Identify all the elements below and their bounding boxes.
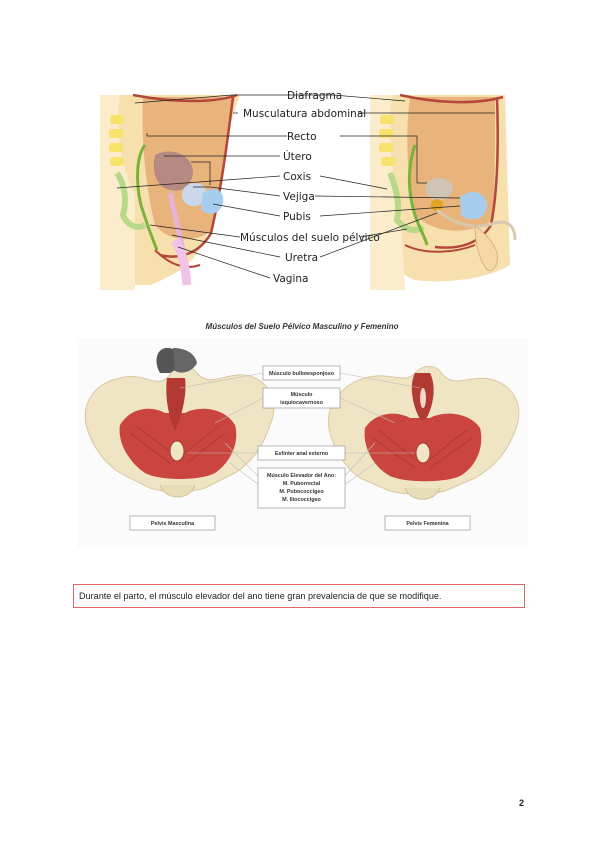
label-box-elevador-ano: Músculo Elevador del Ano: M. Puborrectal…: [257, 467, 346, 509]
svg-text:M. Puborrectal: M. Puborrectal: [283, 481, 321, 487]
figure2-title: Músculos del Suelo Pélvico Masculino y F…: [206, 322, 399, 331]
label-pubis: Pubis: [283, 211, 311, 223]
male-sagittal-section: [370, 93, 517, 290]
label-coxis: Coxis: [283, 171, 311, 183]
label-vagina: Vagina: [273, 273, 308, 285]
svg-text:Esfínter anal externo: Esfínter anal externo: [275, 451, 329, 457]
label-vejiga: Vejiga: [283, 191, 315, 203]
male-pelvis-illustration: [84, 348, 275, 498]
label-box-bulboesponjoso: Músculo bulboesponjoso: [262, 365, 341, 381]
svg-text:Músculo bulboesponjoso: Músculo bulboesponjoso: [269, 371, 335, 377]
label-uretra: Uretra: [285, 252, 318, 264]
svg-text:Músculo: Músculo: [291, 392, 314, 398]
page-number: 2: [519, 798, 525, 808]
svg-text:isquiocavernoso: isquiocavernoso: [280, 400, 324, 406]
label-recto: Recto: [287, 131, 317, 143]
svg-text:Músculo Elevador del Ano:: Músculo Elevador del Ano:: [267, 473, 336, 479]
label-box-pelvis-femenina: Pelvis Femenina: [384, 515, 471, 531]
callout-note: Durante el parto, el músculo elevador de…: [73, 584, 525, 608]
pelvic-floor-muscles-figure: Músculos del Suelo Pélvico Masculino y F…: [77, 322, 528, 548]
sagittal-pelvis-figure: Diafragma Musculatura abdominal Recto Út…: [100, 90, 517, 290]
svg-text:Pelvis Femenina: Pelvis Femenina: [406, 521, 449, 527]
label-utero: Útero: [283, 150, 312, 163]
label-box-esfinter-anal: Esfínter anal externo: [257, 445, 346, 461]
female-pelvis-illustration: [328, 366, 520, 500]
label-box-isquiocavernoso: Músculo isquiocavernoso: [262, 387, 341, 409]
label-musculatura-abdominal: Musculatura abdominal: [243, 108, 366, 120]
label-box-pelvis-masculina: Pelvis Masculina: [129, 515, 216, 531]
leader-lines: [116, 94, 495, 279]
label-diafragma: Diafragma: [287, 90, 342, 102]
svg-text:M. Pubococcígeo: M. Pubococcígeo: [279, 489, 324, 495]
female-sagittal-section: [100, 93, 240, 290]
svg-text:Pelvis Masculina: Pelvis Masculina: [151, 521, 195, 527]
svg-text:M. Iliococcígeo: M. Iliococcígeo: [282, 497, 321, 503]
label-musculos-suelo-pelvico: Músculos del suelo pélvico: [240, 232, 380, 244]
